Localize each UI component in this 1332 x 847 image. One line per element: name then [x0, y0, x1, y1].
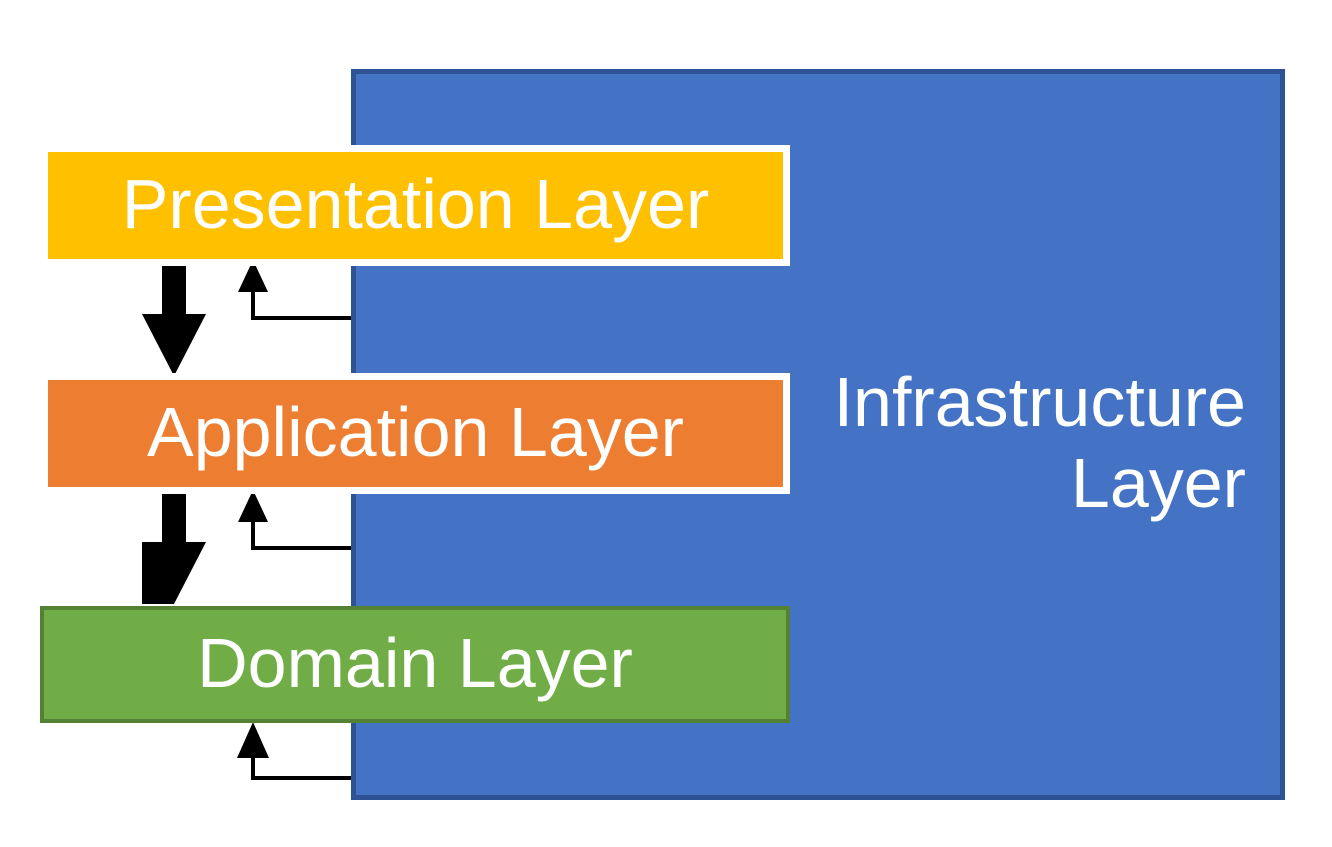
arrow-presentation-to-application	[142, 262, 206, 376]
domain-layer-label: Domain Layer	[197, 623, 633, 702]
arrow-application-to-domain	[142, 492, 206, 604]
presentation-layer-box[interactable]: Presentation Layer	[41, 145, 790, 266]
arrow-infrastructure-to-domain	[237, 722, 351, 780]
domain-layer-box[interactable]: Domain Layer	[40, 606, 790, 723]
application-layer-label: Application Layer	[147, 392, 684, 471]
application-layer-box[interactable]: Application Layer	[41, 373, 790, 494]
infrastructure-layer-label: Infrastructure Layer	[833, 363, 1246, 523]
presentation-layer-label: Presentation Layer	[121, 164, 710, 243]
arrow-infrastructure-to-application	[238, 490, 351, 550]
arrow-infrastructure-to-presentation	[238, 260, 351, 320]
